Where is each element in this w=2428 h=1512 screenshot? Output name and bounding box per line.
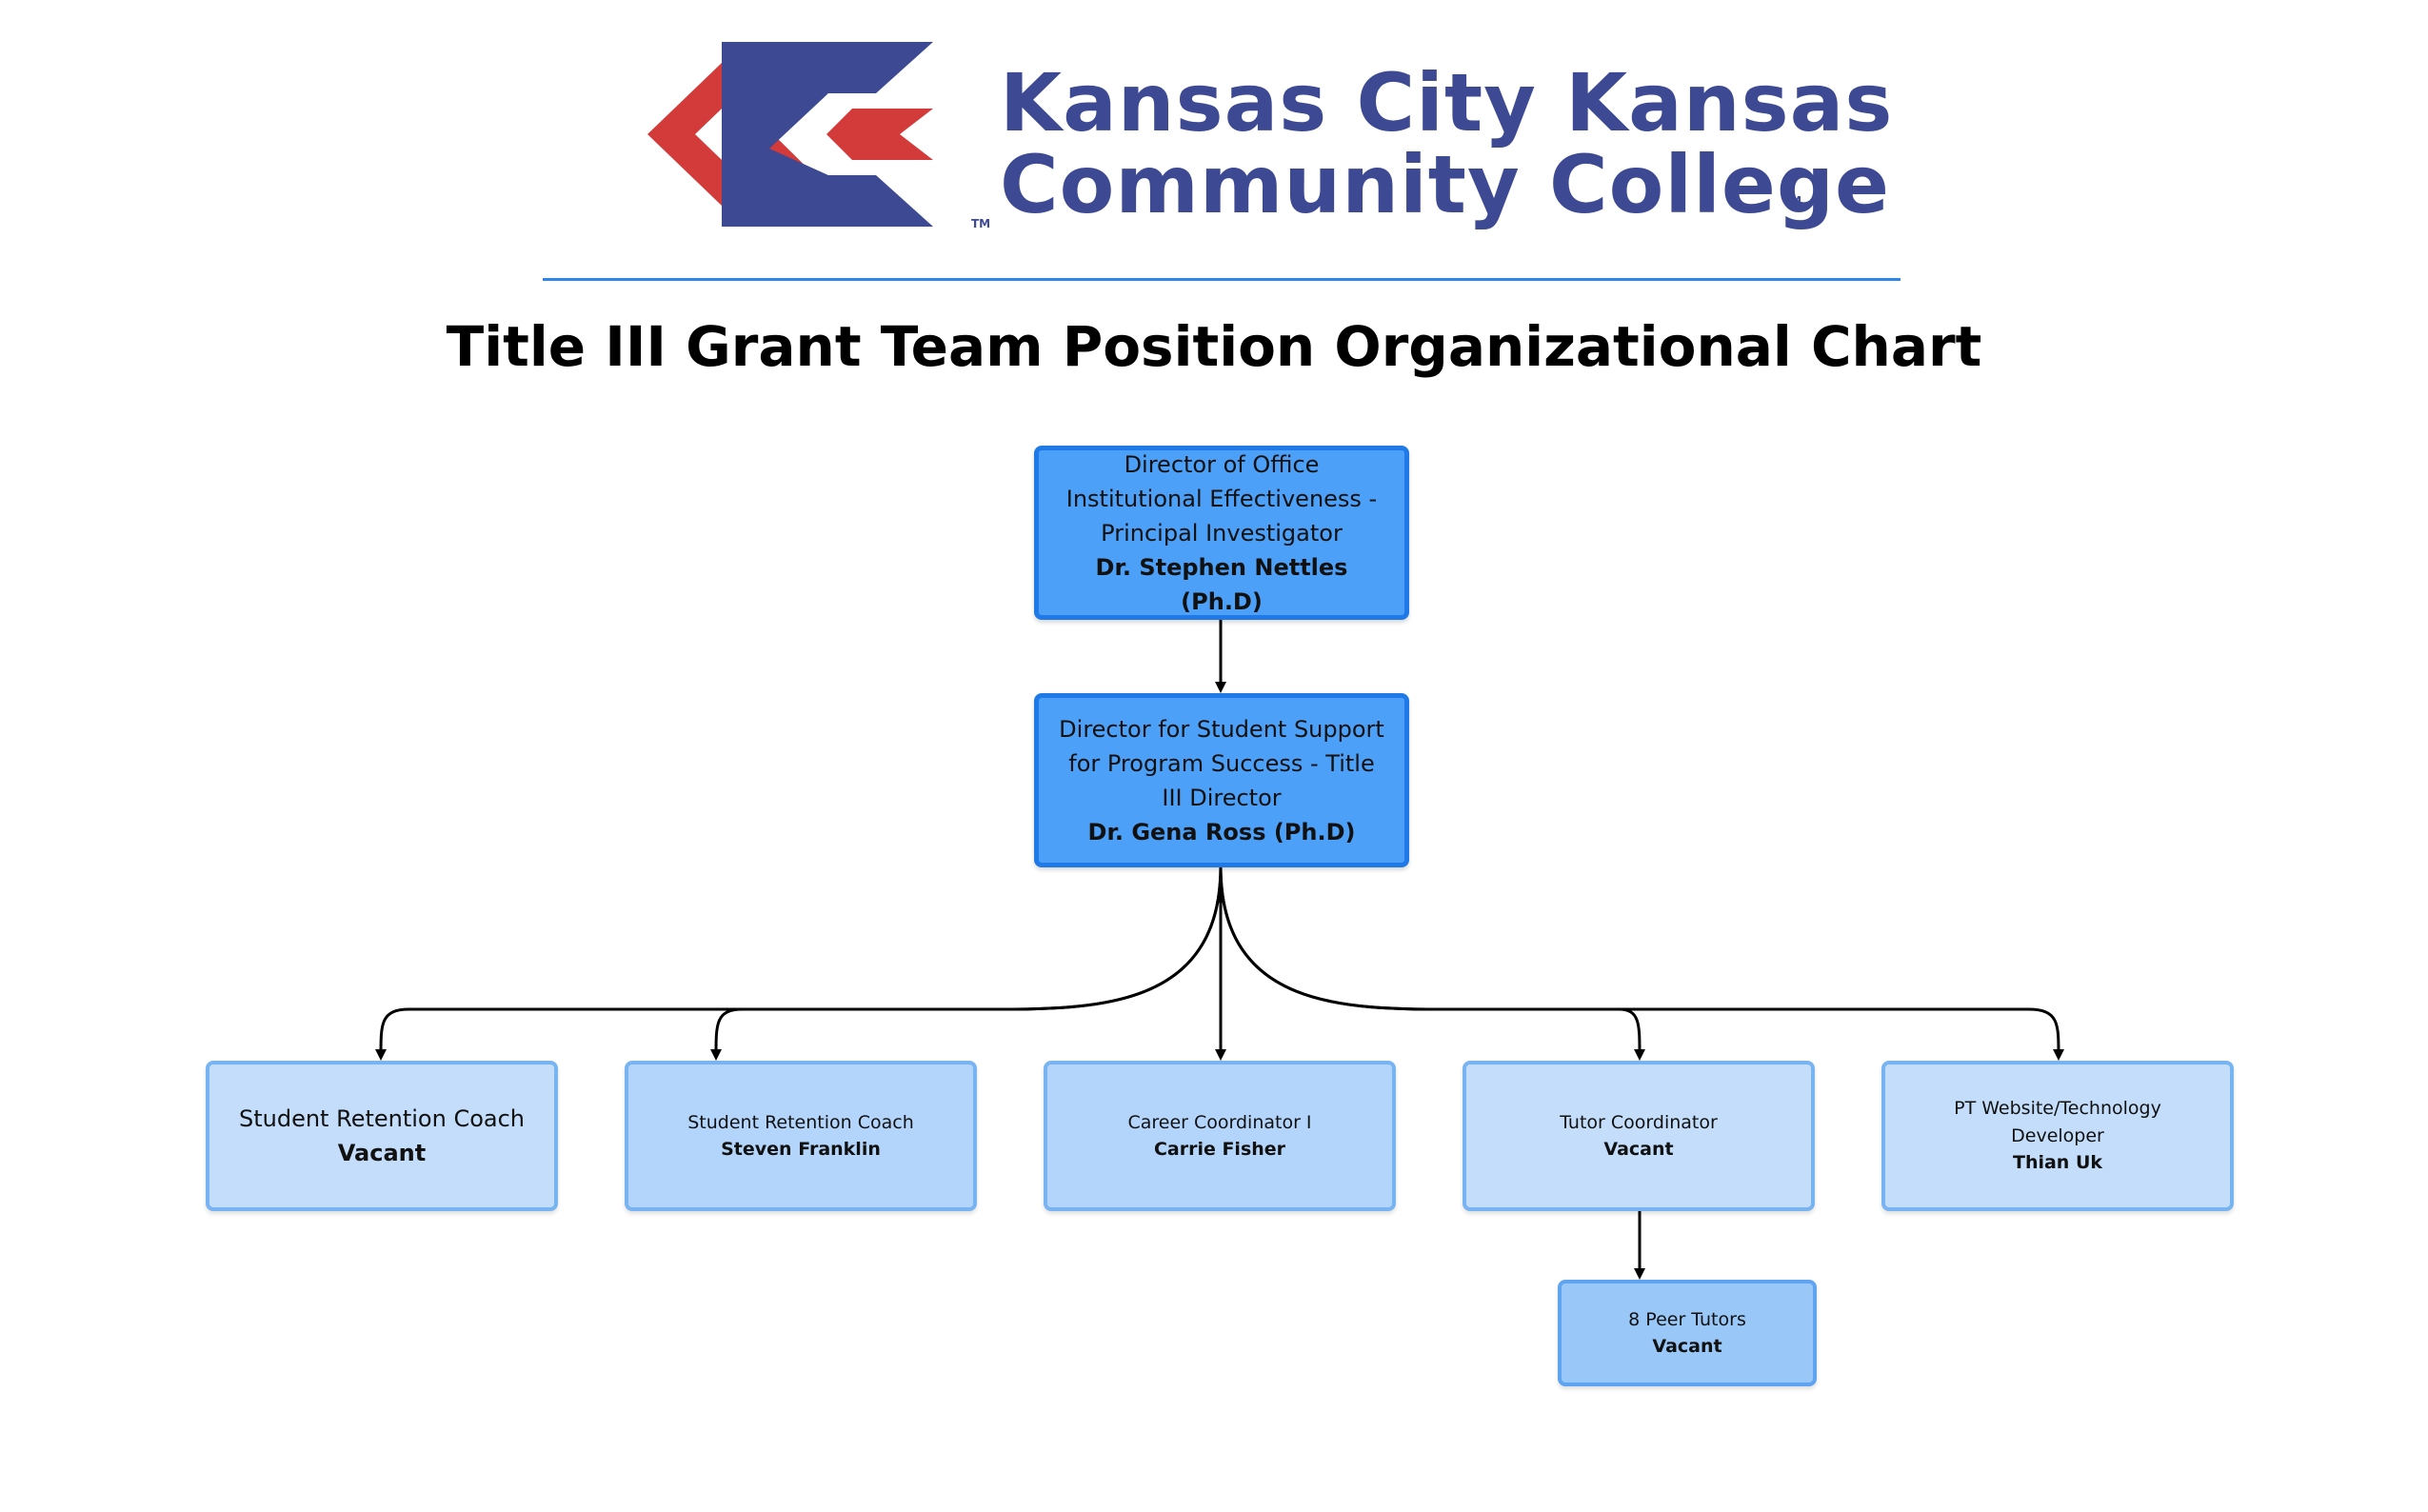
- node-role: 8 Peer Tutors: [1628, 1308, 1746, 1330]
- node-role: Tutor Coordinator: [1560, 1111, 1718, 1133]
- node-person: Vacant: [337, 1140, 427, 1166]
- node-principal-investigator: Director of Office Institutional Effecti…: [1034, 446, 1409, 620]
- trademark-mark: TM: [1782, 194, 1802, 208]
- node-person: Thian Uk: [2012, 1152, 2103, 1174]
- node-role: PT Website/Technology Developer: [1954, 1098, 2161, 1146]
- node-role: Director for Student Support for Program…: [1059, 715, 1384, 811]
- college-logo: Kansas City Kansas Community College TM …: [647, 34, 1892, 234]
- node-person: Dr. Stephen Nettles (Ph.D): [1095, 553, 1348, 615]
- connector-director-staff-1: [375, 865, 1223, 1061]
- node-staff-4: Tutor Coordinator Vacant: [1463, 1061, 1815, 1211]
- node-title-iii-director: Director for Student Support for Program…: [1034, 693, 1409, 867]
- logo-text-line-1: Kansas City Kansas: [1000, 56, 1894, 149]
- kck-logo-mark-icon: [647, 42, 933, 227]
- node-person: Dr. Gena Ross (Ph.D): [1087, 818, 1356, 846]
- node-staff-1: Student Retention Coach Vacant: [206, 1061, 558, 1211]
- node-staff-2: Student Retention Coach Steven Franklin: [625, 1061, 977, 1211]
- header-divider: [543, 278, 1901, 281]
- node-role: Director of Office Institutional Effecti…: [1065, 450, 1378, 547]
- connector-director-staff-5: [1219, 865, 2064, 1061]
- node-role: Career Coordinator I: [1127, 1111, 1312, 1133]
- connector-director-staff-2: [710, 865, 1223, 1061]
- connector-director-staff-4: [1219, 865, 1645, 1061]
- node-role: Student Retention Coach: [687, 1111, 914, 1133]
- node-person: Vacant: [1603, 1139, 1674, 1160]
- node-role: Student Retention Coach: [238, 1105, 525, 1132]
- node-staff-5: PT Website/Technology Developer Thian Uk: [1881, 1061, 2234, 1211]
- node-peer-tutors: 8 Peer Tutors Vacant: [1558, 1280, 1817, 1386]
- page-title: Title III Grant Team Position Organizati…: [446, 314, 1982, 379]
- node-person: Steven Franklin: [721, 1139, 881, 1160]
- node-person: Vacant: [1652, 1336, 1722, 1357]
- logo-text-line-2: Community College: [1000, 138, 1890, 231]
- trademark-mark: TM: [971, 217, 991, 230]
- node-person: Carrie Fisher: [1153, 1139, 1286, 1160]
- node-staff-3: Career Coordinator I Carrie Fisher: [1044, 1061, 1396, 1211]
